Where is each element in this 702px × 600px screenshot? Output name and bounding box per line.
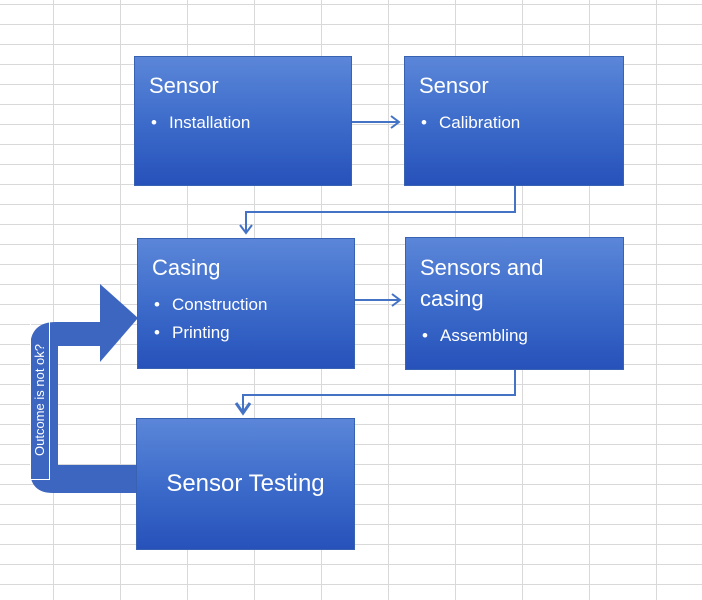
node-title-line-2: casing xyxy=(420,286,484,311)
arrow-installation-to-calibration xyxy=(352,115,401,129)
node-items: Assembling xyxy=(420,322,609,350)
node-item: Installation xyxy=(149,109,337,137)
node-items: Installation xyxy=(149,109,337,137)
node-title: Sensor xyxy=(149,73,219,98)
node-title-line-1: Sensors and xyxy=(420,255,544,280)
node-items: Construction Printing xyxy=(152,291,340,347)
node-title: Casing xyxy=(152,255,221,280)
node-item: Construction xyxy=(152,291,340,319)
node-title: Sensor xyxy=(419,73,489,98)
node-casing: Casing Construction Printing xyxy=(137,238,355,369)
node-item: Assembling xyxy=(420,322,609,350)
loop-label: Outcome is not ok? xyxy=(30,320,50,480)
node-sensor-calibration: Sensor Calibration xyxy=(404,56,624,186)
node-title: Sensor Testing xyxy=(166,470,325,497)
node-item: Calibration xyxy=(419,109,609,137)
node-sensor-testing: Sensor Testing xyxy=(136,418,355,550)
loop-label-text: Outcome is not ok? xyxy=(32,344,47,456)
loop-arrow xyxy=(30,284,138,493)
node-item: Printing xyxy=(152,319,340,347)
arrow-calibration-to-casing xyxy=(239,186,516,235)
arrow-sensors-casing-to-testing xyxy=(234,370,516,416)
arrow-casing-to-sensors-casing xyxy=(355,293,402,307)
node-sensors-casing: Sensors and casing Assembling xyxy=(405,237,624,370)
node-items: Calibration xyxy=(419,109,609,137)
node-sensor-installation: Sensor Installation xyxy=(134,56,352,186)
